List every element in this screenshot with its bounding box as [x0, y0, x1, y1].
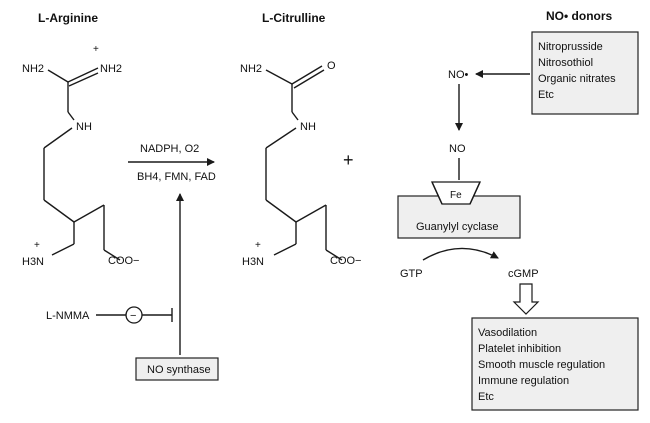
arginine-nh: NH	[76, 121, 92, 133]
no-donors-box	[531, 31, 639, 115]
plus-sign: +	[343, 150, 354, 170]
donor-item-3: Organic nitrates	[538, 73, 616, 85]
effect-item-4: Immune regulation	[478, 375, 569, 387]
hollow-arrow	[512, 283, 540, 315]
no-synthase-label: NO synthase	[147, 364, 211, 376]
arginine-nh2-plus: NH2	[100, 63, 122, 75]
gtp-label: GTP	[400, 268, 423, 280]
arginine-h3n-charge: +	[34, 240, 40, 251]
citrulline-h3n-charge: +	[255, 240, 261, 251]
citrulline-nh: NH	[300, 121, 316, 133]
fe-label: Fe	[450, 190, 462, 201]
heading-citrulline: L-Citrulline	[262, 11, 326, 25]
citrulline-coo: COO−	[330, 255, 361, 267]
citrulline-nh2: NH2	[240, 63, 262, 75]
guanylyl-cyclase-label: Guanylyl cyclase	[416, 221, 499, 233]
effect-item-2: Platelet inhibition	[478, 343, 561, 355]
citrulline-structure: NH2 O NH H3N + COO−	[240, 60, 361, 268]
effect-item-1: Vasodilation	[478, 327, 537, 339]
cgmp-label: cGMP	[508, 268, 539, 280]
arginine-h3n: H3N	[22, 256, 44, 268]
donor-item-2: Nitrosothiol	[538, 57, 593, 69]
no-synthase-box	[135, 357, 219, 381]
effect-item-3: Smooth muscle regulation	[478, 359, 605, 371]
gtp-to-cgmp-arrow	[422, 247, 499, 261]
no-radical-label: NO•	[448, 69, 469, 81]
donor-item-1: Nitroprusside	[538, 41, 603, 53]
arginine-nh2-left: NH2	[22, 63, 44, 75]
cofactors-top: NADPH, O2	[140, 143, 199, 155]
arginine-coo: COO−	[108, 255, 139, 267]
citrulline-h3n: H3N	[242, 256, 264, 268]
heading-no-donors: NO• donors	[546, 9, 613, 23]
arginine-structure: NH2 NH2 + NH H3N + COO−	[22, 44, 139, 268]
donor-item-4: Etc	[538, 89, 554, 101]
effect-item-5: Etc	[478, 391, 494, 403]
effects-box	[471, 317, 639, 411]
lnmma-label: L-NMMA	[46, 310, 90, 322]
heading-arginine: L-Arginine	[38, 11, 98, 25]
arginine-plus-charge: +	[93, 44, 99, 55]
inhibition-sign: −	[130, 310, 136, 322]
cofactors-bottom: BH4, FMN, FAD	[137, 171, 216, 183]
citrulline-o: O	[327, 60, 336, 72]
no-label: NO	[449, 143, 466, 155]
